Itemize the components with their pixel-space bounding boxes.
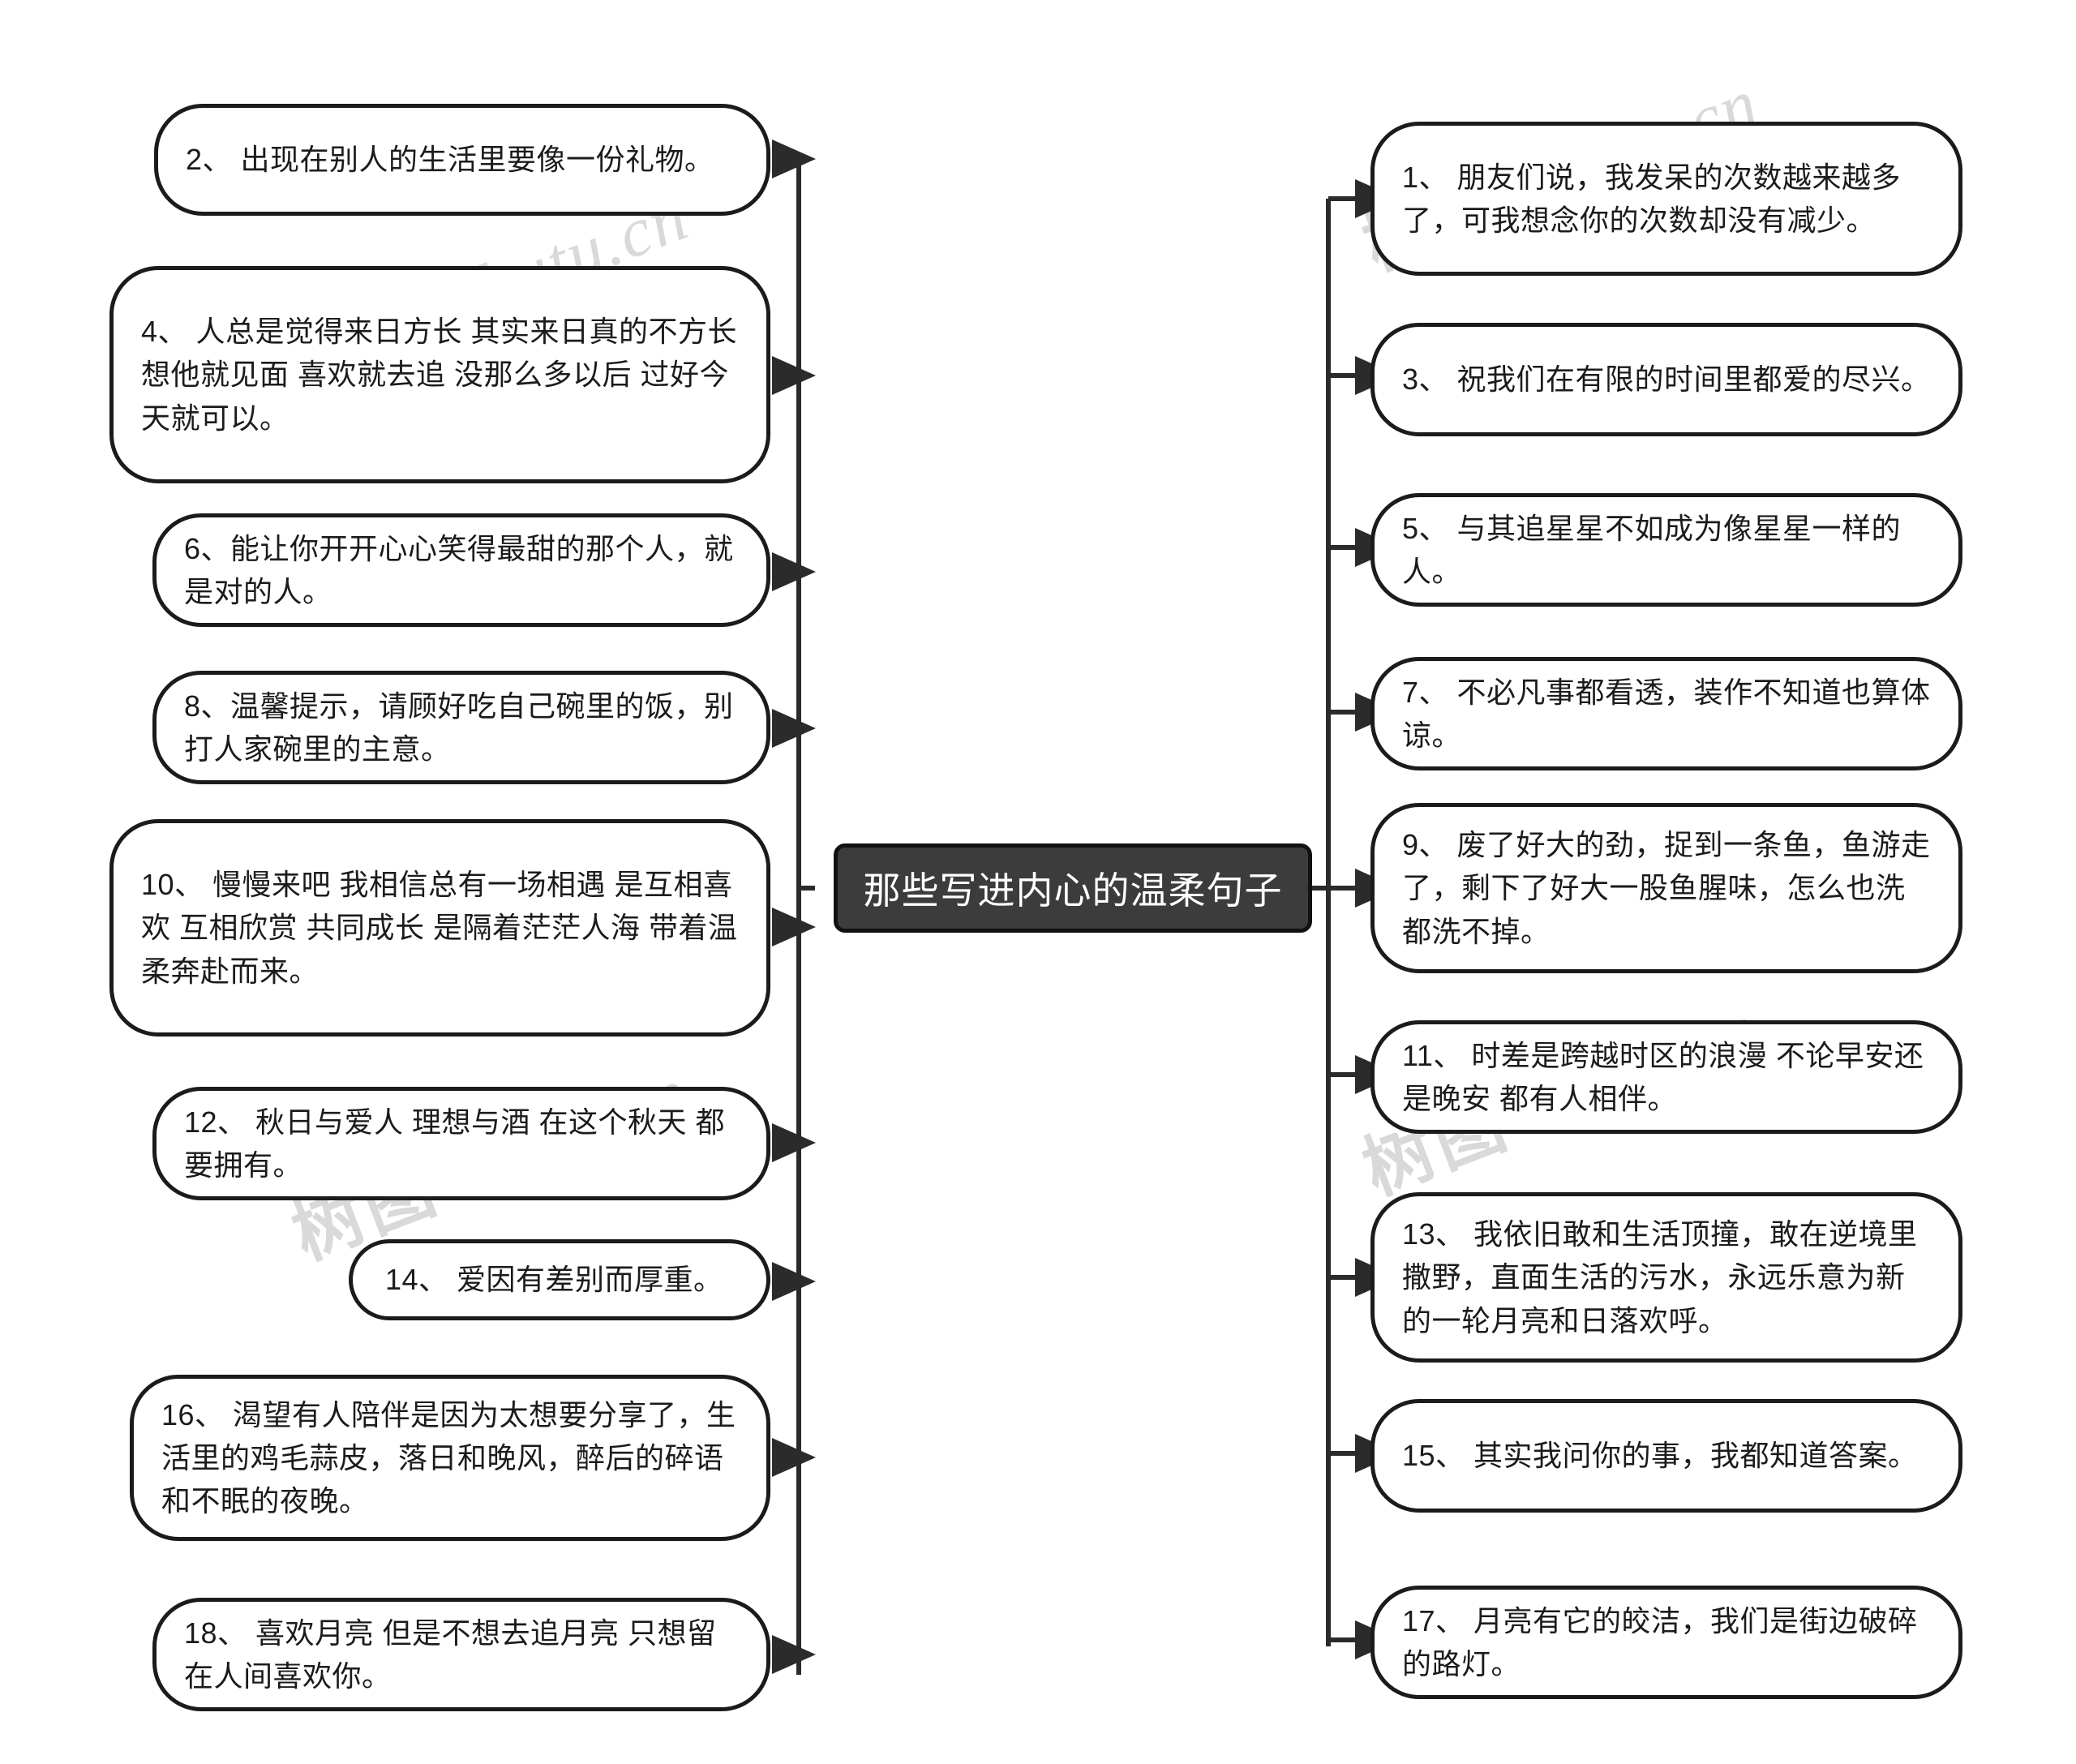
right-node-7[interactable]: 7、 不必凡事都看透，装作不知道也算体谅。 — [1370, 657, 1962, 770]
node-label: 2、 出现在别人的生活里要像一份礼物。 — [186, 143, 714, 177]
left-node-10[interactable]: 10、 慢慢来吧 我相信总有一场相遇 是互相喜欢 互相欣赏 共同成长 是隔着茫茫… — [109, 819, 770, 1037]
node-label: 15、 其实我问你的事，我都知道答案。 — [1402, 1439, 1918, 1473]
node-label: 3、 祝我们在有限的时间里都爱的尽兴。 — [1402, 363, 1931, 397]
root-node[interactable]: 那些写进内心的温柔句子 — [834, 843, 1312, 933]
node-label: 5、 与其追星星不如成为像星星一样的人。 — [1402, 511, 1902, 588]
node-label: 6、能让你开开心心笑得最甜的那个人，就是对的人。 — [184, 531, 734, 608]
node-label: 8、温馨提示，请顾好吃自己碗里的饭，别打人家碗里的主意。 — [184, 689, 734, 766]
left-node-2[interactable]: 2、 出现在别人的生活里要像一份礼物。 — [154, 104, 770, 216]
node-label: 17、 月亮有它的皎洁，我们是街边破碎的路灯。 — [1402, 1603, 1918, 1680]
left-node-18[interactable]: 18、 喜欢月亮 但是不想去追月亮 只想留在人间喜欢你。 — [152, 1598, 770, 1711]
node-label: 9、 废了好大的劲，捉到一条鱼，鱼游走了，剩下了好大一股鱼腥味，怎么也洗都洗不掉… — [1402, 828, 1931, 948]
right-node-17[interactable]: 17、 月亮有它的皎洁，我们是街边破碎的路灯。 — [1370, 1586, 1962, 1699]
left-node-4[interactable]: 4、 人总是觉得来日方长 其实来日真的不方长 想他就见面 喜欢就去追 没那么多以… — [109, 266, 770, 483]
right-node-13[interactable]: 13、 我依旧敢和生活顶撞，敢在逆境里撒野，直面生活的污水，永远乐意为新的一轮月… — [1370, 1192, 1962, 1363]
root-node-label: 那些写进内心的温柔句子 — [863, 869, 1283, 912]
node-label: 11、 时差是跨越时区的浪漫 不论早安还是晚安 都有人相伴。 — [1402, 1038, 1924, 1115]
node-label: 14、 爱因有差别而厚重。 — [385, 1263, 723, 1297]
right-node-3[interactable]: 3、 祝我们在有限的时间里都爱的尽兴。 — [1370, 323, 1962, 436]
node-label: 7、 不必凡事都看透，装作不知道也算体谅。 — [1402, 675, 1931, 752]
left-node-14[interactable]: 14、 爱因有差别而厚重。 — [349, 1239, 770, 1320]
node-label: 12、 秋日与爱人 理想与酒 在这个秋天 都要拥有。 — [184, 1105, 726, 1182]
left-node-8[interactable]: 8、温馨提示，请顾好吃自己碗里的饭，别打人家碗里的主意。 — [152, 671, 770, 784]
node-label: 18、 喜欢月亮 但是不想去追月亮 只想留在人间喜欢你。 — [184, 1616, 717, 1693]
right-node-11[interactable]: 11、 时差是跨越时区的浪漫 不论早安还是晚安 都有人相伴。 — [1370, 1020, 1962, 1134]
node-label: 10、 慢慢来吧 我相信总有一场相遇 是互相喜欢 互相欣赏 共同成长 是隔着茫茫… — [141, 868, 738, 988]
left-node-16[interactable]: 16、 渴望有人陪伴是因为太想要分享了，生活里的鸡毛蒜皮，落日和晚风，醉后的碎语… — [130, 1375, 770, 1541]
node-label: 16、 渴望有人陪伴是因为太想要分享了，生活里的鸡毛蒜皮，落日和晚风，醉后的碎语… — [161, 1397, 736, 1518]
node-label: 1、 朋友们说，我发呆的次数越来越多了，可我想念你的次数却没有减少。 — [1402, 160, 1902, 237]
right-node-9[interactable]: 9、 废了好大的劲，捉到一条鱼，鱼游走了，剩下了好大一股鱼腥味，怎么也洗都洗不掉… — [1370, 803, 1962, 973]
right-node-1[interactable]: 1、 朋友们说，我发呆的次数越来越多了，可我想念你的次数却没有减少。 — [1370, 122, 1962, 276]
right-node-15[interactable]: 15、 其实我问你的事，我都知道答案。 — [1370, 1399, 1962, 1513]
left-node-12[interactable]: 12、 秋日与爱人 理想与酒 在这个秋天 都要拥有。 — [152, 1087, 770, 1200]
left-node-6[interactable]: 6、能让你开开心心笑得最甜的那个人，就是对的人。 — [152, 513, 770, 627]
node-label: 13、 我依旧敢和生活顶撞，敢在逆境里撒野，直面生活的污水，永远乐意为新的一轮月… — [1402, 1217, 1918, 1337]
node-label: 4、 人总是觉得来日方长 其实来日真的不方长 想他就见面 喜欢就去追 没那么多以… — [141, 315, 738, 435]
right-node-5[interactable]: 5、 与其追星星不如成为像星星一样的人。 — [1370, 493, 1962, 607]
